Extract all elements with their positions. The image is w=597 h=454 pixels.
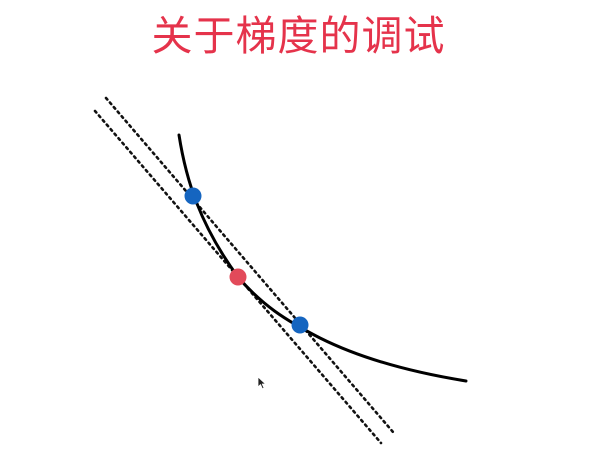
secant-line — [104, 96, 395, 434]
right-offset-point — [291, 316, 309, 334]
slide-title: 关于梯度的调试 — [151, 12, 446, 60]
mouse-pointer-icon — [257, 376, 266, 390]
left-offset-point — [184, 187, 202, 205]
center-point — [229, 268, 247, 286]
